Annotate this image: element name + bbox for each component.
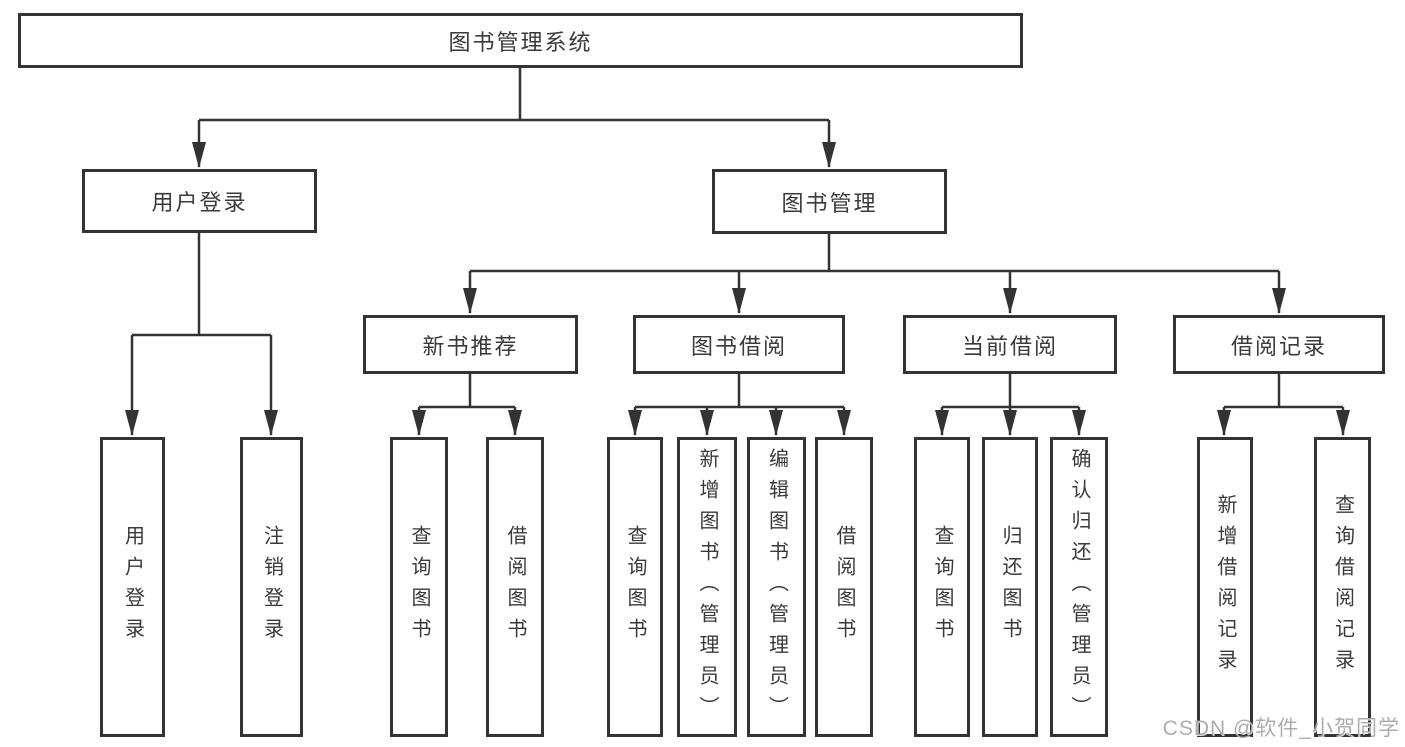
node-book-borrow: 图书借阅 bbox=[633, 315, 845, 374]
node-user-login-label: 用户登录 bbox=[151, 190, 248, 215]
leaf-newbook-query-books: 查询图书 bbox=[390, 437, 448, 737]
leaf-borrow-edit-books-admin-label: 编辑图书（管理员） bbox=[765, 447, 788, 727]
leaf-newbook-borrow-books: 借阅图书 bbox=[486, 437, 544, 737]
node-current-borrow-label: 当前借阅 bbox=[961, 333, 1058, 359]
leaf-borrow-query-books-label: 查询图书 bbox=[624, 525, 646, 649]
leaf-logout: 注销登录 bbox=[240, 437, 303, 737]
node-book-management: 图书管理 bbox=[712, 169, 947, 234]
node-borrow-records: 借阅记录 bbox=[1173, 315, 1385, 374]
leaf-newbook-query-books-label: 查询图书 bbox=[408, 525, 430, 649]
node-new-book-recommend: 新书推荐 bbox=[363, 315, 578, 374]
leaf-records-query-record: 查询借阅记录 bbox=[1314, 437, 1371, 737]
node-book-borrow-label: 图书借阅 bbox=[690, 333, 787, 359]
leaf-borrow-query-books: 查询图书 bbox=[607, 437, 663, 737]
leaf-current-return-books: 归还图书 bbox=[982, 437, 1038, 737]
leaf-user-login-label: 用户登录 bbox=[121, 525, 144, 649]
node-root-system: 图书管理系统 bbox=[18, 13, 1023, 68]
leaf-records-add-record: 新增借阅记录 bbox=[1197, 437, 1253, 737]
leaf-borrow-add-books-admin: 新增图书（管理员） bbox=[677, 437, 737, 737]
leaf-current-confirm-return-admin-label: 确认归还（管理员） bbox=[1068, 447, 1090, 727]
node-current-borrow: 当前借阅 bbox=[903, 315, 1117, 374]
node-root-label: 图书管理系统 bbox=[448, 29, 593, 55]
leaf-newbook-borrow-books-label: 借阅图书 bbox=[504, 525, 526, 649]
leaf-current-query-books: 查询图书 bbox=[914, 437, 970, 737]
leaf-borrow-edit-books-admin: 编辑图书（管理员） bbox=[747, 437, 806, 737]
leaf-user-login: 用户登录 bbox=[100, 437, 165, 737]
leaf-current-return-books-label: 归还图书 bbox=[999, 525, 1021, 649]
leaf-current-confirm-return-admin: 确认归还（管理员） bbox=[1050, 437, 1108, 737]
leaf-borrow-borrow-books-label: 借阅图书 bbox=[833, 525, 855, 649]
node-user-login: 用户登录 bbox=[82, 169, 317, 233]
leaf-current-query-books-label: 查询图书 bbox=[931, 525, 953, 649]
leaf-borrow-add-books-admin-label: 新增图书（管理员） bbox=[696, 447, 718, 727]
node-book-management-label: 图书管理 bbox=[781, 190, 878, 216]
node-borrow-records-label: 借阅记录 bbox=[1230, 333, 1327, 359]
watermark: CSDN @软件_小贺同学 bbox=[1162, 717, 1400, 740]
leaf-records-add-record-label: 新增借阅记录 bbox=[1214, 494, 1236, 680]
node-new-book-recommend-label: 新书推荐 bbox=[422, 333, 519, 359]
leaf-borrow-borrow-books: 借阅图书 bbox=[815, 437, 873, 737]
leaf-logout-label: 注销登录 bbox=[260, 525, 283, 649]
leaf-records-query-record-label: 查询借阅记录 bbox=[1331, 494, 1354, 680]
